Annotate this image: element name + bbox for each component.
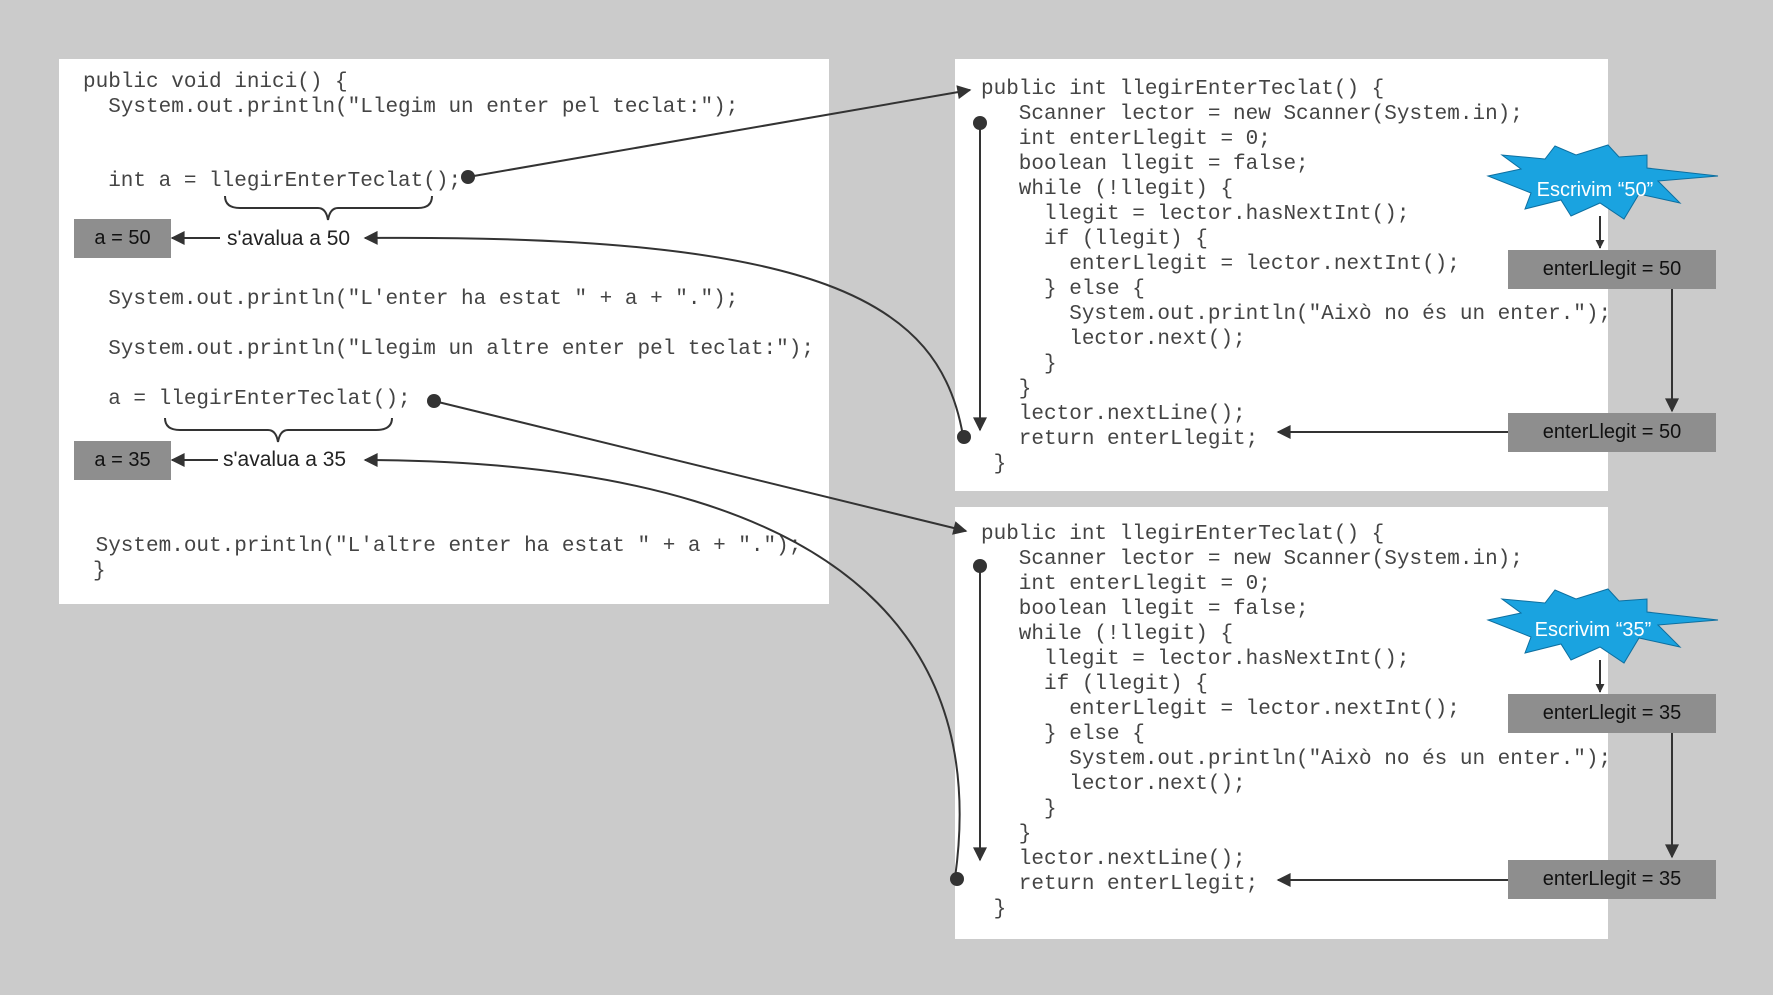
typed-label-2: Escrivim “35” — [1534, 619, 1652, 641]
code-line-if: if (llegit) { — [981, 673, 1208, 696]
value-box-return-1: enterLlegit = 50 — [1508, 413, 1716, 452]
code-line-else: } else { — [981, 723, 1145, 746]
code-line-enter-init: int enterLlegit = 0; — [981, 128, 1271, 151]
code-line-nextline: lector.nextLine(); — [981, 403, 1246, 426]
code-line-error-msg: System.out.println("Això no és un enter.… — [981, 748, 1612, 771]
starburst-typed-2 — [1486, 588, 1719, 664]
return-curve-1 — [363, 230, 964, 437]
code-line-println-4: System.out.println("L'altre enter ha est… — [83, 535, 802, 558]
bottom-edge — [0, 995, 1773, 997]
brace-call-2 — [164, 417, 393, 443]
code-line-enter-init: int enterLlegit = 0; — [981, 573, 1271, 596]
code-line-hasnextint: llegit = lector.hasNextInt(); — [981, 203, 1410, 226]
value-box-return-2: enterLlegit = 35 — [1508, 860, 1716, 899]
code-line-nextint: enterLlegit = lector.nextInt(); — [981, 253, 1460, 276]
code-line-nextline: lector.nextLine(); — [981, 848, 1246, 871]
code-line-llegit-init: boolean llegit = false; — [981, 153, 1309, 176]
code-line-while-close: } — [981, 823, 1032, 846]
code-line-while-close: } — [981, 378, 1032, 401]
code-line-nextint: enterLlegit = lector.nextInt(); — [981, 698, 1460, 721]
evaluates-label-1: s'avalua a 50 — [227, 227, 351, 250]
code-line-signature: public int llegirEnterTeclat() { — [981, 78, 1385, 101]
code-line-next: lector.next(); — [981, 328, 1246, 351]
value-box-read-2: enterLlegit = 35 — [1508, 694, 1716, 733]
code-line-return: return enterLlegit; — [981, 873, 1259, 896]
code-line-while: while (!llegit) { — [981, 623, 1234, 646]
code-line-scanner: Scanner lector = new Scanner(System.in); — [981, 548, 1523, 571]
code-line-inici: public void inici() { — [83, 71, 348, 94]
code-line-method-close: } — [981, 898, 1007, 921]
code-line-else: } else { — [981, 278, 1145, 301]
code-line-scanner: Scanner lector = new Scanner(System.in); — [981, 103, 1523, 126]
code-line-int-a-call: int a = llegirEnterTeclat(); — [83, 170, 462, 193]
code-line-signature: public int llegirEnterTeclat() { — [981, 523, 1385, 546]
code-line-println-3: System.out.println("Llegim un altre ente… — [83, 338, 814, 361]
starburst-typed-1 — [1486, 144, 1719, 220]
code-line-if-close: } — [981, 353, 1057, 376]
code-line-return: return enterLlegit; — [981, 428, 1259, 451]
code-line-llegit-init: boolean llegit = false; — [981, 598, 1309, 621]
code-line-error-msg: System.out.println("Això no és un enter.… — [981, 303, 1612, 326]
result-box-a-50: a = 50 — [74, 219, 171, 258]
return-curve-2 — [363, 453, 961, 879]
call-arrow-1 — [467, 85, 972, 178]
call-arrow-2 — [433, 400, 968, 535]
code-line-println-1: System.out.println("Llegim un enter pel … — [83, 96, 739, 119]
code-line-a-call: a = llegirEnterTeclat(); — [83, 388, 411, 411]
call-dot-2 — [427, 394, 441, 408]
evaluates-label-2: s'avalua a 35 — [223, 448, 347, 471]
main-code-panel: public void inici() { System.out.println… — [59, 59, 829, 604]
brace-call-1 — [224, 195, 433, 221]
code-line-method-close: } — [981, 453, 1007, 476]
code-line-if: if (llegit) { — [981, 228, 1208, 251]
call-dot-1 — [461, 170, 475, 184]
start-dot-1 — [973, 116, 987, 130]
method-panel-second-call: public int llegirEnterTeclat() { Scanner… — [955, 507, 1612, 939]
code-line-close-brace: } — [93, 560, 106, 583]
code-line-if-close: } — [981, 798, 1057, 821]
result-box-a-35: a = 35 — [74, 441, 171, 480]
start-dot-2 — [973, 559, 987, 573]
code-line-while: while (!llegit) { — [981, 178, 1234, 201]
end-dot-2 — [950, 872, 964, 886]
typed-label-1: Escrivim “50” — [1536, 179, 1654, 201]
code-line-hasnextint: llegit = lector.hasNextInt(); — [981, 648, 1410, 671]
code-line-next: lector.next(); — [981, 773, 1246, 796]
code-line-println-2: System.out.println("L'enter ha estat " +… — [83, 288, 739, 311]
value-box-read-1: enterLlegit = 50 — [1508, 250, 1716, 289]
method-panel-first-call: public int llegirEnterTeclat() { Scanner… — [955, 59, 1612, 491]
end-dot-1 — [957, 430, 971, 444]
